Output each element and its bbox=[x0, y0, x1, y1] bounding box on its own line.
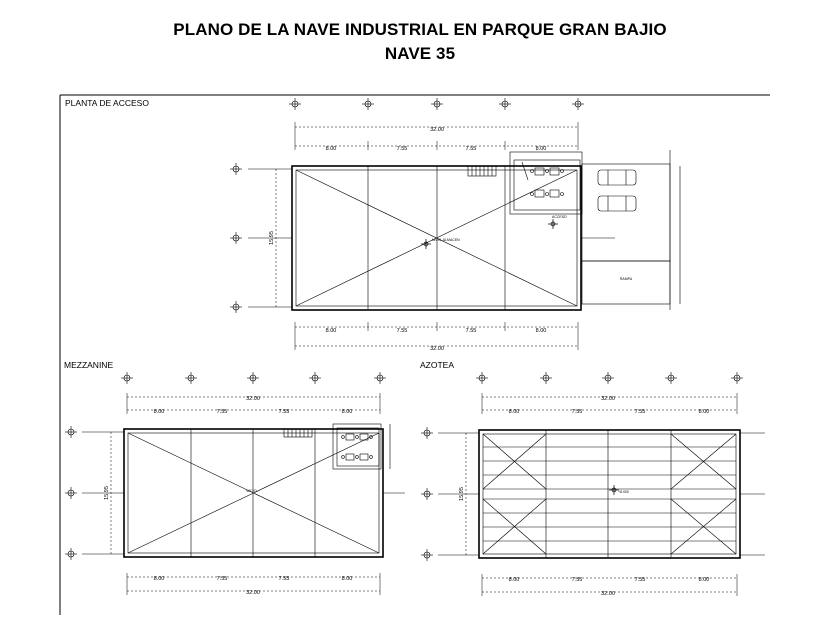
roof-dimension-text: 32.00 8.00 7.55 7.55 8.00 8.00 7.55 7.55… bbox=[459, 396, 709, 597]
mezz-bay-4-top: 8.00 bbox=[342, 409, 353, 415]
access-parking-area bbox=[581, 150, 681, 310]
mezz-total-top: 32.00 bbox=[246, 396, 260, 402]
access-bay-1-bottom: 8.00 bbox=[326, 328, 337, 334]
mezz-bay-1-top: 8.00 bbox=[154, 409, 165, 415]
mezz-bay-3-bottom: 7.55 bbox=[279, 576, 290, 582]
drawing-subtitle: NAVE 35 bbox=[384, 44, 456, 63]
access-bay-3-top: 7.55 bbox=[466, 146, 477, 152]
roof-depth: 15.95 bbox=[459, 487, 465, 501]
access-bay-2-bottom: 7.55 bbox=[397, 328, 408, 334]
access-bay-4-bottom: 8.00 bbox=[536, 328, 547, 334]
roof-level-marker bbox=[609, 485, 619, 495]
mezz-bay-3-top: 7.55 bbox=[279, 409, 290, 415]
roof-bay-1-bottom: 8.00 bbox=[509, 577, 520, 583]
mezzanine-axis-markers-left bbox=[65, 426, 77, 560]
roof-total-bottom: 32.00 bbox=[601, 591, 615, 597]
mezz-center-note: VACIO bbox=[246, 489, 257, 493]
mezz-bay-2-bottom: 7.55 bbox=[217, 576, 228, 582]
access-axis-markers-left bbox=[230, 163, 242, 313]
access-bay-1-top: 8.00 bbox=[326, 146, 337, 152]
roof-bay-2-top: 7.55 bbox=[572, 409, 583, 415]
access-total-top: 32.00 bbox=[430, 127, 444, 133]
mezzanine-plan-label: MEZZANINE bbox=[64, 360, 113, 370]
mezz-bay-4-bottom: 8.00 bbox=[342, 576, 353, 582]
mezzanine-axis-markers-top bbox=[121, 372, 386, 384]
drawing-title: PLANO DE LA NAVE INDUSTRIAL EN PARQUE GR… bbox=[173, 20, 667, 39]
access-office-block bbox=[467, 151, 583, 215]
access-label: ACCESO bbox=[552, 215, 567, 219]
roof-bay-4-top: 8.00 bbox=[699, 409, 710, 415]
roof-bay-3-top: 7.55 bbox=[635, 409, 646, 415]
access-center-note: NIVEL ALMACEN bbox=[432, 238, 460, 242]
roof-plan bbox=[421, 372, 765, 596]
mezzanine-dimension-text: 32.00 8.00 7.55 7.55 8.00 8.00 7.55 7.55… bbox=[104, 396, 352, 596]
access-level-markers bbox=[421, 219, 558, 249]
access-axis-markers-top bbox=[289, 98, 584, 110]
roof-axis-markers-top bbox=[476, 372, 743, 384]
mezz-depth: 15.95 bbox=[104, 486, 110, 500]
access-bay-4-top: 8.00 bbox=[536, 146, 547, 152]
mezzanine-office-block bbox=[283, 423, 391, 470]
access-plan bbox=[230, 98, 681, 350]
access-plan-label: PLANTA DE ACCESO bbox=[65, 98, 149, 108]
roof-axis-markers-left bbox=[421, 427, 433, 561]
roof-level-text: +8.000 bbox=[618, 490, 629, 494]
roof-bay-3-bottom: 7.55 bbox=[635, 577, 646, 583]
access-dimension-text: 32.00 8.00 7.55 7.55 8.00 8.00 7.55 7.55… bbox=[269, 127, 633, 352]
access-total-bottom: 32.00 bbox=[430, 346, 444, 352]
mezz-total-bottom: 32.00 bbox=[246, 590, 260, 596]
roof-bay-4-bottom: 8.00 bbox=[699, 577, 710, 583]
roof-plan-label: AZOTEA bbox=[420, 360, 454, 370]
roof-bay-2-bottom: 7.55 bbox=[572, 577, 583, 583]
mezzanine-plan bbox=[65, 372, 405, 595]
sheet-frame bbox=[59, 94, 770, 615]
mezz-bay-1-bottom: 8.00 bbox=[154, 576, 165, 582]
access-depth: 15.95 bbox=[269, 231, 275, 245]
mezz-bay-2-top: 7.55 bbox=[217, 409, 228, 415]
roof-total-top: 32.00 bbox=[601, 396, 615, 402]
ramp-label: RAMPA bbox=[620, 277, 633, 281]
access-bay-3-bottom: 7.55 bbox=[466, 328, 477, 334]
roof-bay-1-top: 8.00 bbox=[509, 409, 520, 415]
access-bay-2-top: 7.55 bbox=[397, 146, 408, 152]
